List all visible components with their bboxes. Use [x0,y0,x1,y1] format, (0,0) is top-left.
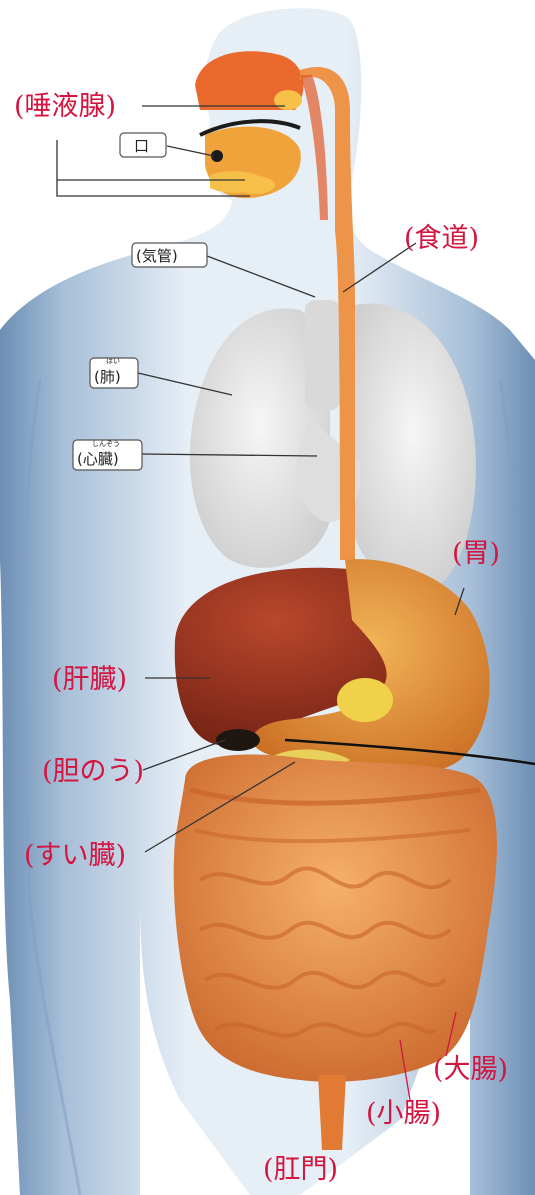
label-lung: (肺) [94,368,121,386]
label-large-intestine: (大腸) [433,1054,508,1085]
label-small-intestine: (小腸) [366,1098,441,1129]
label-salivary-gland: (唾液腺) [14,91,116,122]
label-mouth: 口 [134,137,149,155]
label-lung-ruby: はい [106,357,120,365]
label-gallbladder: (胆のう) [42,756,144,787]
label-trachea: (気管) [136,247,178,265]
label-heart-ruby: しんぞう [92,440,120,448]
label-heart: (心臓) [77,450,119,468]
label-anus: (肛門) [263,1154,338,1185]
label-liver: (肝臓) [52,664,127,695]
gallbladder [216,729,260,751]
label-pancreas: (すい臓) [24,840,126,871]
label-stomach: (胃) [452,538,500,569]
label-esophagus: (食道) [404,223,479,254]
